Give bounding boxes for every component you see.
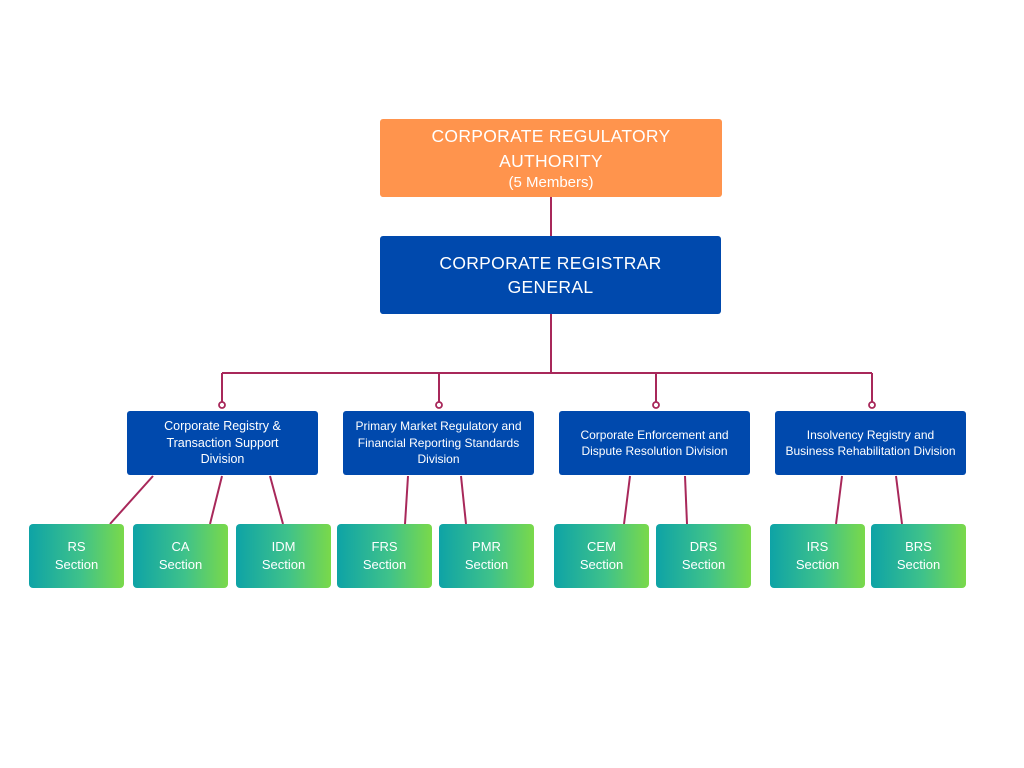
connector-div2-frs — [404, 475, 409, 525]
authority-members: (5 Members) — [508, 174, 594, 191]
division-label-line: Dispute Resolution Division — [581, 444, 728, 458]
section-name: DRS — [689, 539, 718, 554]
division-label-line: Insolvency Registry and — [806, 427, 935, 442]
section-cem: CEM Section — [554, 524, 649, 588]
section-name: IDM — [271, 539, 296, 554]
section-name: CEM — [587, 539, 616, 554]
section-name: PMR — [472, 539, 501, 554]
section-name: FRS — [371, 539, 398, 554]
section-ca: CA Section — [133, 524, 228, 588]
section-suffix: Section — [464, 557, 509, 572]
section-drs: DRS Section — [656, 524, 751, 588]
authority-box: CORPORATE REGULATORY AUTHORITY (5 Member… — [380, 119, 722, 197]
registrar-title-line1: CORPORATE REGISTRAR — [439, 253, 662, 273]
connector-div1-rs — [109, 475, 154, 525]
division-label-line: Transaction Support — [166, 435, 279, 450]
registrar-box: CORPORATE REGISTRAR GENERAL — [380, 236, 721, 314]
division-label-line: Corporate Enforcement and — [580, 427, 729, 442]
division-corporate-enforcement: Corporate Enforcement and Dispute Resolu… — [559, 411, 750, 475]
registrar-title-line2: GENERAL — [507, 277, 594, 297]
connector-node-div2 — [435, 401, 443, 409]
section-idm: IDM Section — [236, 524, 331, 588]
division-label-line: Division — [200, 452, 245, 467]
authority-title-line1: CORPORATE REGULATORY — [431, 126, 671, 146]
division-insolvency-registry: Insolvency Registry and Business Rehabil… — [775, 411, 966, 475]
section-suffix: Section — [896, 557, 941, 572]
section-name: IRS — [806, 539, 829, 554]
section-brs: BRS Section — [871, 524, 966, 588]
section-suffix: Section — [54, 557, 99, 572]
division-primary-market: Primary Market Regulatory and Financial … — [343, 411, 534, 475]
connector-div1-idm — [269, 475, 284, 525]
connector-div4-brs — [895, 475, 903, 525]
section-irs: IRS Section — [770, 524, 865, 588]
connector-div3-drs — [684, 475, 688, 525]
section-frs: FRS Section — [337, 524, 432, 588]
connector-node-div4 — [868, 401, 876, 409]
connector-node-div3 — [652, 401, 660, 409]
connector-div2-pmr — [460, 475, 467, 525]
section-name: RS — [67, 539, 86, 554]
section-suffix: Section — [681, 557, 726, 572]
division-label-line: Primary Market Regulatory and — [355, 419, 522, 434]
section-suffix: Section — [261, 557, 306, 572]
connector-div1-ca — [209, 475, 223, 525]
section-suffix: Section — [158, 557, 203, 572]
section-suffix: Section — [579, 557, 624, 572]
division-label-line: Business Rehabilitation Division — [785, 444, 956, 458]
division-label-line: Corporate Registry & — [164, 419, 281, 434]
division-label-line: Division — [417, 452, 460, 467]
connector-div4-irs — [835, 475, 843, 525]
section-rs: RS Section — [29, 524, 124, 588]
connector-div3-cem — [623, 475, 631, 525]
authority-title-line2: AUTHORITY — [499, 151, 603, 171]
section-name: CA — [171, 539, 190, 554]
connector-node-div1 — [218, 401, 226, 409]
division-label-line: Financial Reporting Standards — [357, 435, 520, 450]
division-corporate-registry: Corporate Registry & Transaction Support… — [127, 411, 318, 475]
section-suffix: Section — [362, 557, 407, 572]
section-name: BRS — [905, 539, 932, 554]
section-pmr: PMR Section — [439, 524, 534, 588]
section-suffix: Section — [795, 557, 840, 572]
